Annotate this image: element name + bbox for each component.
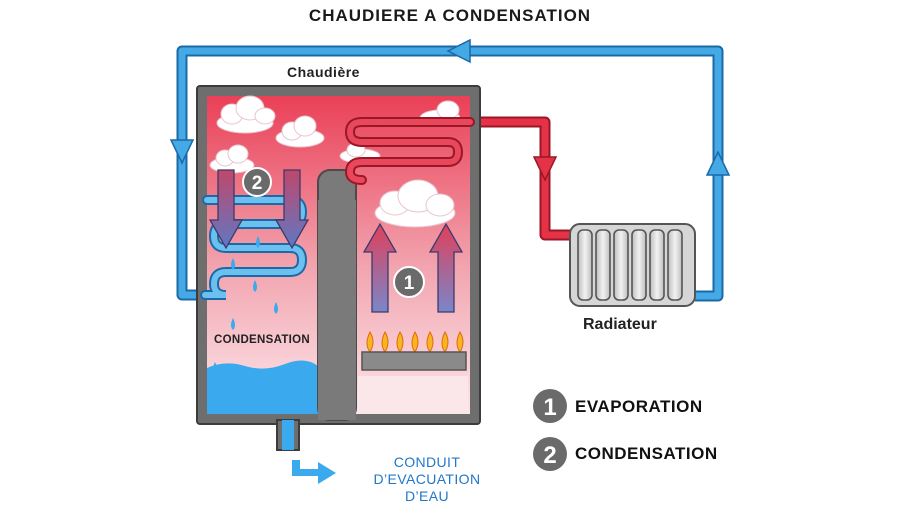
marker-two-number: 2 — [252, 173, 263, 194]
burner — [361, 330, 467, 371]
cloud-top-left — [216, 95, 276, 134]
radiator-label: Radiateur — [583, 316, 657, 333]
flow-arrow-left — [169, 139, 195, 165]
radiator — [569, 223, 696, 307]
legend-item-2-badge: 2 — [533, 437, 567, 471]
condensation-arrows — [208, 169, 310, 250]
supply-pipe — [470, 116, 572, 241]
cloud-right-big — [374, 179, 456, 228]
water-pool — [207, 360, 318, 414]
flow-arrow-right — [705, 150, 731, 176]
cloud-left-mid — [209, 144, 255, 174]
flow-arrow-top — [446, 38, 471, 64]
condensation-inline-label: CONDENSATION — [214, 334, 311, 346]
marker-one: 1 — [393, 266, 425, 298]
legend-item-1-badge: 1 — [533, 389, 567, 423]
drain-label: CONDUIT D’EVACUATION D’EAU — [373, 454, 481, 504]
marker-one-number: 1 — [404, 273, 415, 294]
marker-two: 2 — [242, 167, 272, 197]
boiler-label: Chaudière — [287, 64, 360, 80]
legend-item-2-label: CONDENSATION — [575, 444, 718, 463]
flow-arrow-supply — [532, 156, 558, 182]
drain-arrow — [292, 460, 336, 484]
water-droplets — [213, 236, 278, 380]
legend-item-2-number: 2 — [543, 442, 556, 469]
cloud-center — [275, 115, 325, 148]
evaporation-arrows — [362, 222, 464, 313]
legend-item-1-label: EVAPORATION — [575, 397, 703, 416]
diagram-title: CHAUDIERE A CONDENSATION — [308, 6, 592, 25]
legend-item-1-number: 1 — [543, 394, 556, 421]
